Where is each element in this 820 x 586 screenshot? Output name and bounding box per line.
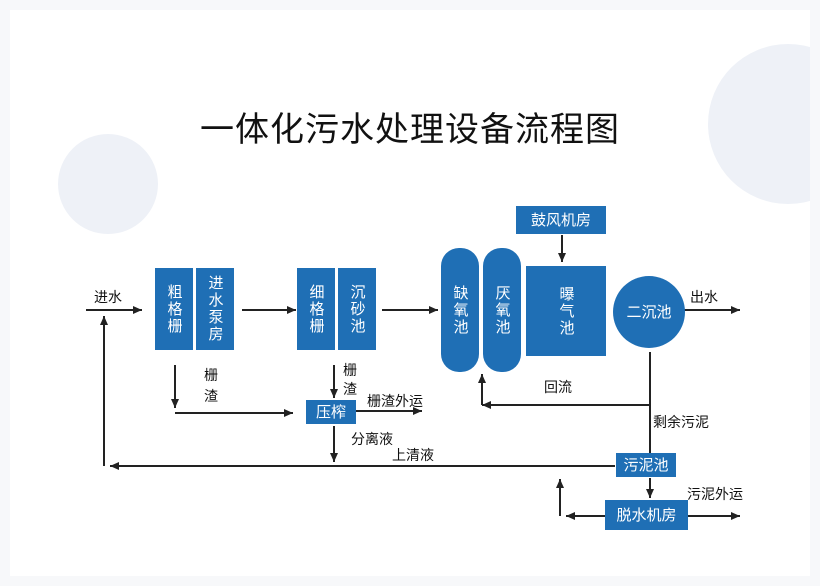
inlet-pump-room-box: 进水泵房 <box>196 268 234 350</box>
diagram-page: 一体化污水处理设备流程图 <box>10 10 810 576</box>
label-water-in: 进水 <box>94 290 122 306</box>
label-excess-sludge: 剩余污泥 <box>653 415 709 431</box>
blower-room-box: 鼓风机房 <box>516 206 606 234</box>
page-title: 一体化污水处理设备流程图 <box>200 110 620 150</box>
label-water-out: 出水 <box>690 290 718 306</box>
aeration-tank-box: 曝气池 <box>526 266 606 356</box>
press-box: 压榨 <box>306 400 356 424</box>
coarse-screen-box: 粗格栅 <box>155 268 193 350</box>
label-sludge-out: 污泥外运 <box>687 487 743 503</box>
flow-lines <box>86 235 740 520</box>
label-separated-liquid: 分离液 <box>351 432 393 448</box>
label-supernatant: 上清液 <box>392 448 434 464</box>
label-screenings-out: 栅渣外运 <box>367 394 423 410</box>
grit-tank-box: 沉砂池 <box>338 268 376 350</box>
label-screenings-2: 栅 渣 <box>343 363 357 398</box>
label-screenings-1: 栅 渣 <box>204 368 218 405</box>
fine-screen-box: 细格栅 <box>297 268 335 350</box>
anoxic-tank-box: 缺氧池 <box>441 248 479 372</box>
sludge-tank-box: 污泥池 <box>616 453 676 477</box>
secondary-clarifier-circle: 二沉池 <box>613 276 685 348</box>
label-return-flow: 回流 <box>544 380 572 396</box>
dewatering-room-box: 脱水机房 <box>605 500 688 530</box>
anaerobic-tank-box: 厌氧池 <box>483 248 521 372</box>
decorative-circle-left <box>58 134 158 234</box>
